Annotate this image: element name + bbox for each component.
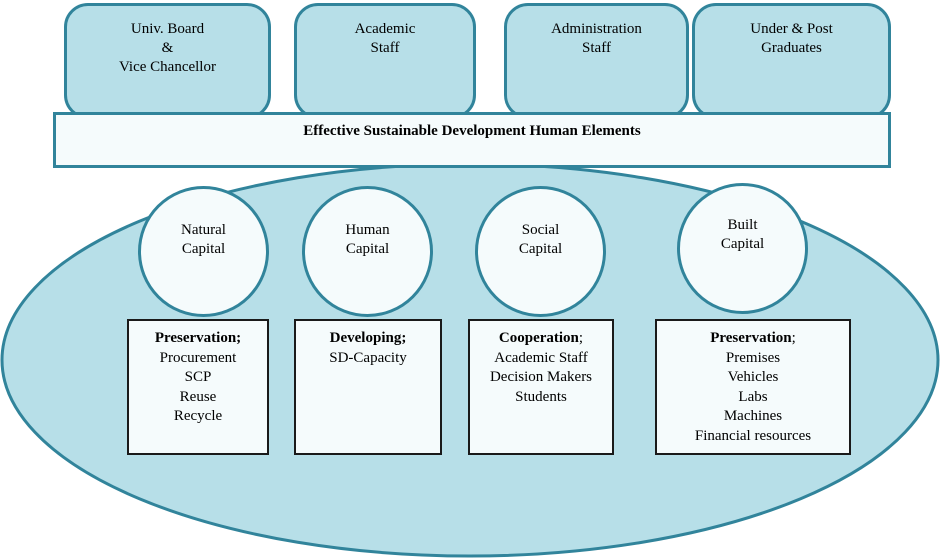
item: Vehicles [727, 369, 779, 385]
item: Labs [738, 388, 768, 405]
heading: Cooperation [498, 330, 579, 346]
social-capital-circle: Social Capital [475, 186, 606, 317]
label: Staff [582, 40, 611, 56]
label: Staff [370, 40, 400, 56]
human-capital-box: Developing; SD-Capacity [294, 319, 442, 455]
item: SD-Capacity [329, 349, 407, 366]
item: Students [515, 388, 567, 405]
natural-capital-box: Preservation; Procurement SCP Reuse Recy… [127, 319, 269, 455]
label: Vice Chancellor [119, 59, 216, 75]
item: SCP [184, 369, 212, 385]
label: Capital [181, 241, 226, 257]
social-capital-box: Cooperation; Academic Staff Decision Mak… [468, 319, 614, 455]
label: Social [521, 222, 560, 238]
heading: Preservation; [154, 330, 242, 346]
label: Administration [551, 21, 642, 37]
label: Capital [518, 241, 563, 257]
stakeholder-academic-staff: Academic Staff [294, 3, 476, 119]
built-capital-circle: Built Capital [677, 183, 808, 314]
human-capital-circle: Human Capital [302, 186, 433, 317]
label: Graduates [761, 40, 822, 56]
heading-suffix: ; [578, 330, 584, 346]
label: Academic [354, 21, 416, 37]
label: Natural [181, 222, 226, 238]
label: Capital [345, 241, 390, 257]
item: Recycle [173, 408, 223, 424]
label: & [161, 40, 174, 56]
item: Financial resources [694, 427, 812, 444]
heading-suffix: ; [791, 330, 796, 346]
heading: Preservation [710, 330, 792, 346]
item: Machines [723, 408, 783, 424]
built-capital-box: Preservation; Premises Vehicles Labs Mac… [655, 319, 851, 455]
item: Premises [725, 349, 781, 366]
label: Univ. Board [130, 21, 205, 37]
item: Procurement [159, 349, 237, 366]
stakeholder-univ-board: Univ. Board & Vice Chancellor [64, 3, 271, 119]
label: Built [727, 217, 758, 233]
item: Decision Makers [489, 369, 593, 385]
stakeholder-administration-staff: Administration Staff [504, 3, 689, 119]
label: Human [345, 222, 390, 238]
label: Capital [720, 236, 765, 252]
stakeholder-graduates: Under & Post Graduates [692, 3, 891, 119]
banner: Effective Sustainable Development Human … [53, 112, 891, 168]
natural-capital-circle: Natural Capital [138, 186, 269, 317]
item: Academic Staff [494, 349, 588, 366]
label: Under & Post [750, 21, 833, 37]
item: Reuse [179, 388, 217, 405]
heading: Developing; [329, 330, 407, 346]
